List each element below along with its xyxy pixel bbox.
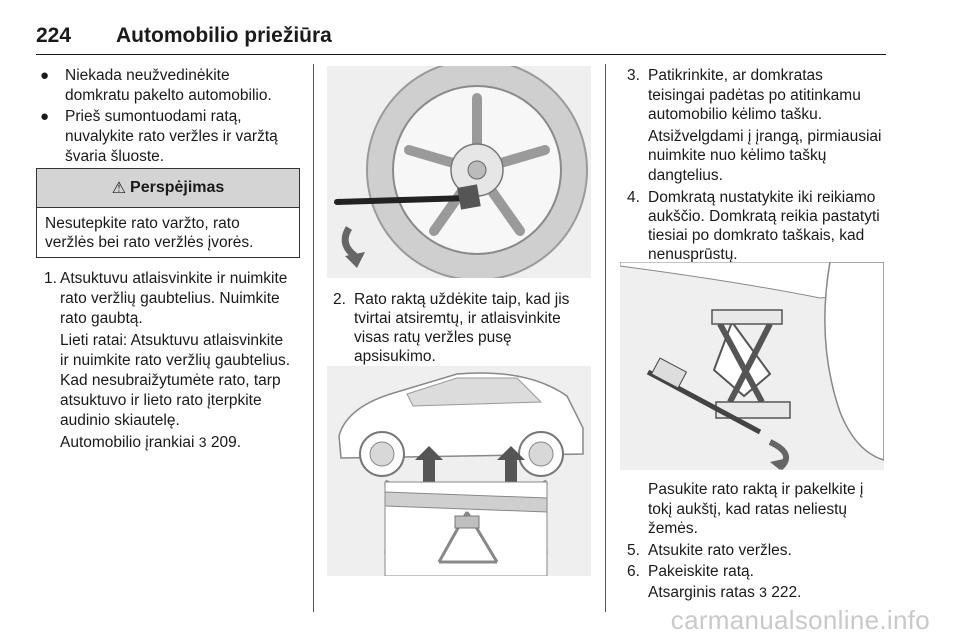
step-number: 5.: [627, 542, 640, 559]
jack-raising-illustration: [620, 262, 884, 470]
warning-text: Nesutepkite rato varžto, rato: [45, 215, 240, 232]
step-note: tokį aukštį, kad ratas neliestų: [648, 501, 848, 518]
step-text: Patikrinkite, ar domkratas: [648, 67, 823, 84]
reference-text: Automobilio įrankiai: [60, 434, 195, 451]
step-note: dangtelius.: [648, 167, 723, 184]
wheel-wrench-illustration: [327, 66, 591, 278]
cross-reference[interactable]: Atsarginis ratas 3 222.: [648, 583, 801, 602]
step-number: 3.: [627, 67, 640, 84]
bullet-text: švaria šluoste.: [65, 148, 165, 165]
bullet-marker: ●: [40, 108, 50, 125]
column-divider-right: [605, 64, 606, 612]
step-text: Pakeiskite ratą.: [648, 563, 754, 580]
step-note: Lieti ratai: Atsuktuvu atlaisvinkite: [60, 332, 284, 349]
step-text: Domkratą nustatykite iki reikiamo: [648, 189, 876, 206]
step-text: automobilio kėlimo tašku.: [648, 106, 823, 123]
step-text: apsisukimo.: [354, 348, 436, 365]
reference-text: Atsarginis ratas: [648, 584, 755, 601]
cross-reference[interactable]: Automobilio įrankiai 3 209.: [60, 433, 241, 452]
bullet-text: domkratu pakelto automobilio.: [65, 87, 272, 104]
column-divider-left: [313, 64, 314, 612]
page-number: 224: [36, 24, 72, 47]
step-text: visas ratų veržles pusę: [354, 329, 512, 346]
page-header: 224 Automobilio priežiūra: [36, 24, 886, 55]
step-note: nuimkite nuo kėlimo taškų: [648, 147, 827, 164]
warning-body: Nesutepkite rato varžto, rato veržlės be…: [37, 208, 299, 258]
reference-page: 222.: [771, 584, 802, 601]
car-jacking-points-illustration: [327, 366, 591, 576]
warning-header: ⚠ Perspėjimas: [37, 169, 299, 208]
page-title: Automobilio priežiūra: [116, 24, 332, 47]
step-text: teisingai padėtas po atitinkamu: [648, 87, 861, 104]
step-note: žemės.: [648, 520, 698, 537]
bullet-text: Prieš sumontuodami ratą,: [65, 108, 242, 125]
step-note: Atsižvelgdami į įrangą, pirmiausiai: [648, 128, 882, 145]
warning-triangle-icon: ⚠: [111, 180, 127, 197]
step-text: aukščio. Domkratą reikia pastatyti: [648, 208, 880, 225]
bullet-text: Niekada neužvedinėkite: [65, 67, 230, 84]
step-text: rato veržlių gaubtelius. Nuimkite: [60, 290, 280, 307]
step-number: 4.: [627, 189, 640, 206]
warning-box: ⚠ Perspėjimas Nesutepkite rato varžto, r…: [36, 168, 300, 258]
step-text: rato gaubtą.: [60, 310, 143, 327]
step-text: tiesiai po domkrato taškais, kad: [648, 227, 865, 244]
step-number: 1.: [44, 270, 57, 287]
reference-page: 209.: [210, 434, 241, 451]
warning-title: Perspėjimas: [130, 179, 225, 196]
step-note: atsuktuvo ir lieto rato įterpkite: [60, 392, 262, 409]
step-text: nenusprūstų.: [648, 246, 738, 263]
step-number: 6.: [627, 563, 640, 580]
step-note: Kad nesubraižytumėte rato, tarp: [60, 372, 281, 389]
step-number: 2.: [333, 291, 346, 308]
step-text: Rato raktą uždėkite taip, kad jis: [354, 291, 570, 308]
step-note: audinio skiautelę.: [60, 412, 180, 429]
warning-text: veržlės bei rato veržlės įvorės.: [45, 234, 254, 251]
bullet-text: nuvalykite rato veržles ir varžtą: [65, 128, 278, 145]
watermark: carmanualsonline.info: [670, 605, 930, 635]
step-note: Pasukite rato raktą ir pakelkite į: [648, 481, 864, 498]
step-text: tvirtai atsiremtų, ir atlaisvinkite: [354, 310, 561, 327]
step-text: Atsukite rato veržles.: [648, 542, 792, 559]
bullet-marker: ●: [40, 67, 50, 84]
reference-arrow-icon: 3: [759, 584, 767, 600]
step-note: ir nuimkite rato veržlių gaubtelius.: [60, 352, 291, 369]
step-text: Atsuktuvu atlaisvinkite ir nuimkite: [60, 270, 288, 287]
reference-arrow-icon: 3: [198, 434, 207, 450]
